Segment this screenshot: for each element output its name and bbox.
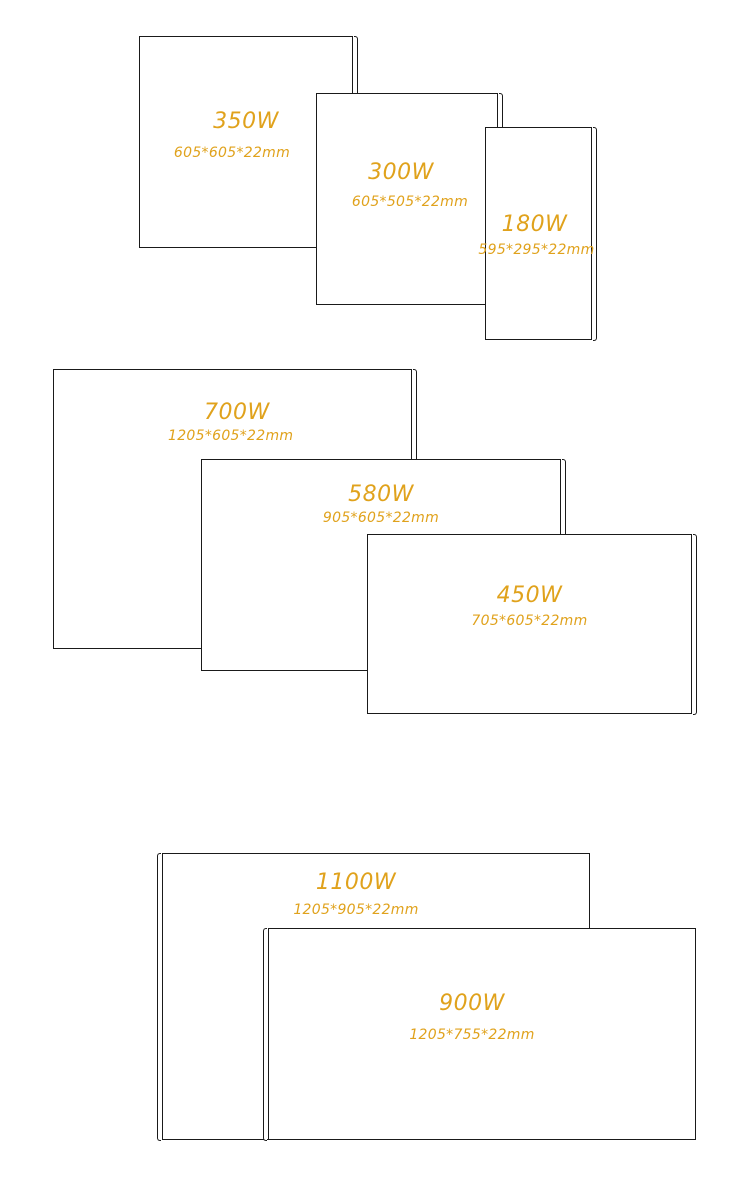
panel-dimensions-label: 605*605*22mm xyxy=(173,145,291,161)
panel-dimensions-label: 905*605*22mm xyxy=(322,510,440,526)
panel-dimensions-label: 1205*755*22mm xyxy=(409,1027,535,1043)
panel-power-label: 1100W xyxy=(315,870,397,895)
panel-power-label: 300W xyxy=(368,160,434,185)
panel-dimensions-label: 705*605*22mm xyxy=(471,613,588,629)
panel-power-label: 580W xyxy=(348,482,414,507)
panel-300w: 300W 605*505*22mm xyxy=(316,92,503,306)
panel-900w: 900W 1205*755*22mm xyxy=(263,927,696,1141)
panel-dimensions-label: 1205*905*22mm xyxy=(293,902,419,918)
panel-power-label: 450W xyxy=(496,583,563,608)
panel-power-label: 900W xyxy=(439,991,505,1016)
panel-power-label: 180W xyxy=(501,212,568,237)
panel-dimensions-label: 605*505*22mm xyxy=(351,194,469,210)
panel-180w: 180W 595*295*22mm xyxy=(478,126,597,341)
panel-dimensions-label: 1205*605*22mm xyxy=(168,428,294,444)
panel-450w: 450W 705*605*22mm xyxy=(367,533,697,715)
panel-power-label: 700W xyxy=(204,400,270,425)
panel-dimensions-label: 595*295*22mm xyxy=(478,242,595,258)
